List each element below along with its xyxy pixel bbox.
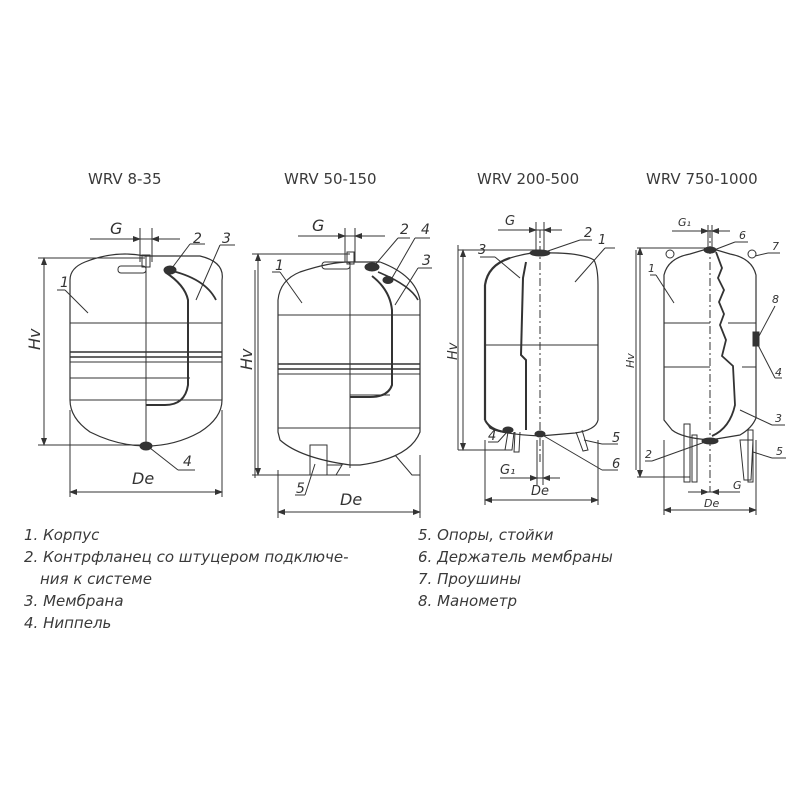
svg-text:G₁: G₁	[678, 216, 691, 229]
svg-text:3: 3	[222, 231, 231, 247]
tank-wrv-50-150	[252, 228, 459, 518]
title-wrv-8-35: WRV 8-35	[88, 170, 162, 188]
legend-item-1: 1. Корпус	[24, 526, 100, 544]
svg-text:2: 2	[193, 231, 202, 247]
svg-text:3: 3	[775, 412, 782, 425]
svg-text:2: 2	[400, 222, 409, 238]
legend-left: 1. Корпус 2. Контрфланец со штуцером под…	[24, 524, 348, 634]
svg-text:4: 4	[421, 222, 430, 238]
svg-text:7: 7	[772, 240, 779, 253]
svg-text:1: 1	[275, 258, 284, 274]
svg-text:G: G	[312, 216, 324, 235]
svg-text:G: G	[733, 479, 742, 492]
svg-text:1: 1	[648, 262, 655, 275]
svg-text:Hv: Hv	[237, 348, 256, 370]
svg-text:De: De	[132, 469, 154, 488]
tank-4-labels: G₁ G De Hv 1 2 3 4 5 6 7 8	[624, 216, 783, 510]
svg-text:Hv: Hv	[25, 328, 44, 350]
title-wrv-750-1000: WRV 750-1000	[646, 170, 758, 188]
svg-text:6: 6	[612, 457, 620, 472]
legend-item-2-continuation: ния к системе	[40, 570, 152, 588]
legend-item-4: 4. Ниппель	[24, 614, 112, 632]
svg-text:G: G	[505, 214, 515, 229]
svg-text:3: 3	[478, 243, 486, 258]
svg-text:4: 4	[775, 366, 782, 379]
tank-1-labels: G De Hv 1 2 3 4	[25, 219, 231, 488]
svg-text:3: 3	[422, 253, 431, 269]
legend-item-2: 2. Контрфланец со штуцером подключе-	[24, 548, 349, 566]
svg-text:5: 5	[776, 445, 783, 458]
svg-text:Hv: Hv	[446, 342, 461, 360]
legend-item-8: 8. Манометр	[418, 592, 518, 610]
legend-item-7: 7. Проушины	[418, 570, 522, 588]
tank-drawings: G De Hv 1 2 3 4	[25, 214, 786, 518]
svg-text:8: 8	[772, 293, 779, 306]
svg-text:De: De	[704, 497, 719, 510]
svg-text:G₁: G₁	[500, 463, 515, 478]
legend-item-5: 5. Опоры, стойки	[418, 526, 554, 544]
svg-text:G: G	[110, 219, 122, 238]
svg-text:6: 6	[739, 229, 746, 242]
title-wrv-200-500: WRV 200-500	[477, 170, 580, 188]
svg-text:1: 1	[598, 233, 606, 248]
tank-wrv-8-35	[38, 228, 256, 497]
svg-text:4: 4	[488, 429, 496, 444]
tank-wrv-750-1000	[637, 225, 786, 515]
svg-text:1: 1	[60, 275, 69, 291]
tank-wrv-200-500	[458, 222, 637, 505]
tank-2-labels: G De Hv 1 2 4 3 5	[237, 216, 431, 509]
svg-text:4: 4	[183, 454, 192, 470]
svg-text:Hv: Hv	[624, 353, 637, 368]
svg-text:5: 5	[612, 431, 620, 446]
svg-text:5: 5	[296, 481, 305, 497]
svg-text:2: 2	[584, 226, 592, 241]
legend-item-3: 3. Мембрана	[24, 592, 124, 610]
svg-text:De: De	[340, 490, 362, 509]
tank-3-labels: G G₁ De Hv 1 2 3 4 5 6	[446, 214, 620, 499]
title-wrv-50-150: WRV 50-150	[284, 170, 377, 188]
legend-right: 5. Опоры, стойки 6. Держатель мембраны 7…	[418, 524, 613, 612]
svg-text:De: De	[531, 484, 549, 499]
svg-text:2: 2	[645, 448, 652, 461]
legend-item-6: 6. Держатель мембраны	[418, 548, 613, 566]
